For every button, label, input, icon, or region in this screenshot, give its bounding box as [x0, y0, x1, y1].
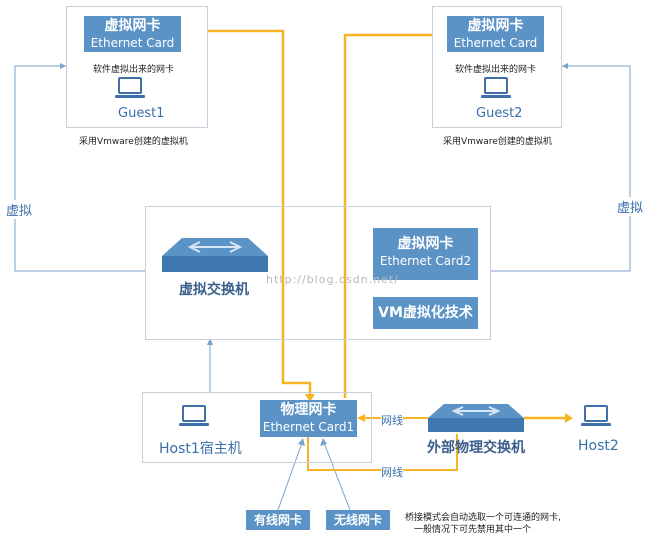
link-label-bottom: 网线 — [381, 464, 403, 480]
right-virtual-label: 虚拟 — [617, 197, 644, 216]
external-switch-label: 外部物理交换机 — [427, 440, 525, 456]
host1-name: Host1宿主机 — [159, 441, 242, 457]
nic2-box: 虚拟网卡 Ethernet Card2 — [373, 228, 478, 280]
wired-nic-link — [277, 439, 304, 511]
note-line2: 一般情况下可先禁用其中一个 — [414, 525, 532, 535]
vm-tech-label: VM虚拟化技术 — [378, 305, 473, 321]
guest2-name: Guest2 — [476, 106, 523, 121]
guest1-desc: 软件虚拟出来的网卡 — [93, 65, 175, 75]
left-virtual-link — [14, 65, 145, 272]
link-label-top: 网线 — [381, 412, 403, 428]
guest2-nic: 虚拟网卡 Ethernet Card — [447, 16, 544, 52]
host1-to-guest2-link — [343, 33, 438, 398]
vm-tech-box: VM虚拟化技术 — [373, 297, 478, 329]
wired-nic-label: 有线网卡 — [253, 513, 302, 527]
guest2-caption: 采用Vmware创建的虚拟机 — [443, 137, 552, 147]
host2-laptop-icon — [581, 405, 611, 426]
host1-nic: 物理网卡 Ethernet Card1 — [260, 400, 357, 437]
guest2-desc: 软件虚拟出来的网卡 — [455, 65, 537, 75]
guest1-to-host1-arrowhead — [305, 394, 315, 402]
host1-nic-title: 物理网卡 — [280, 402, 337, 418]
left-virtual-arrowhead — [60, 63, 66, 69]
virtual-switch-label: 虚拟交换机 — [179, 282, 249, 298]
guest1-nic: 虚拟网卡 Ethernet Card — [84, 16, 181, 52]
note-line1: 桥接模式会自动选取一个可连通的网卡, — [405, 513, 561, 523]
virtual-switch-panel — [145, 206, 491, 340]
guest1-laptop-icon — [115, 77, 145, 98]
wireless-nic-arrowhead — [320, 438, 327, 446]
host1-laptop-icon — [179, 405, 209, 426]
guest1-nic-title: 虚拟网卡 — [104, 18, 161, 34]
guest2-nic-title: 虚拟网卡 — [467, 18, 524, 34]
host-to-vswitch-arrowhead — [207, 338, 213, 345]
guest1-caption: 采用Vmware创建的虚拟机 — [79, 137, 188, 147]
external-switch-icon — [428, 404, 524, 432]
right-virtual-link — [491, 65, 631, 272]
left-virtual-label: 虚拟 — [6, 200, 33, 219]
nic2-title: 虚拟网卡 — [397, 236, 454, 252]
host2-name: Host2 — [578, 438, 619, 454]
guest1-to-host1-link — [181, 29, 312, 398]
guest2-nic-subtitle: Ethernet Card — [453, 36, 538, 50]
wireless-nic-link — [322, 439, 351, 511]
guest1-name: Guest1 — [118, 106, 165, 121]
extswitch-to-host1-arrowhead — [357, 414, 365, 422]
watermark: http://blog.csdn.net/ — [266, 273, 399, 286]
right-virtual-arrowhead — [562, 63, 568, 69]
guest2-laptop-icon — [481, 77, 511, 98]
guest1-nic-subtitle: Ethernet Card — [90, 36, 175, 50]
extswitch-to-host2-arrowhead — [565, 413, 573, 423]
host1-box — [142, 392, 372, 463]
wireless-nic-box: 无线网卡 — [326, 510, 390, 530]
wired-nic-arrowhead — [298, 438, 305, 446]
wired-nic-box: 有线网卡 — [246, 510, 310, 530]
nic2-subtitle: Ethernet Card2 — [379, 254, 472, 268]
virtual-switch-icon — [162, 238, 268, 272]
wireless-nic-label: 无线网卡 — [333, 513, 382, 527]
host1-nic-subtitle: Ethernet Card1 — [262, 420, 355, 434]
